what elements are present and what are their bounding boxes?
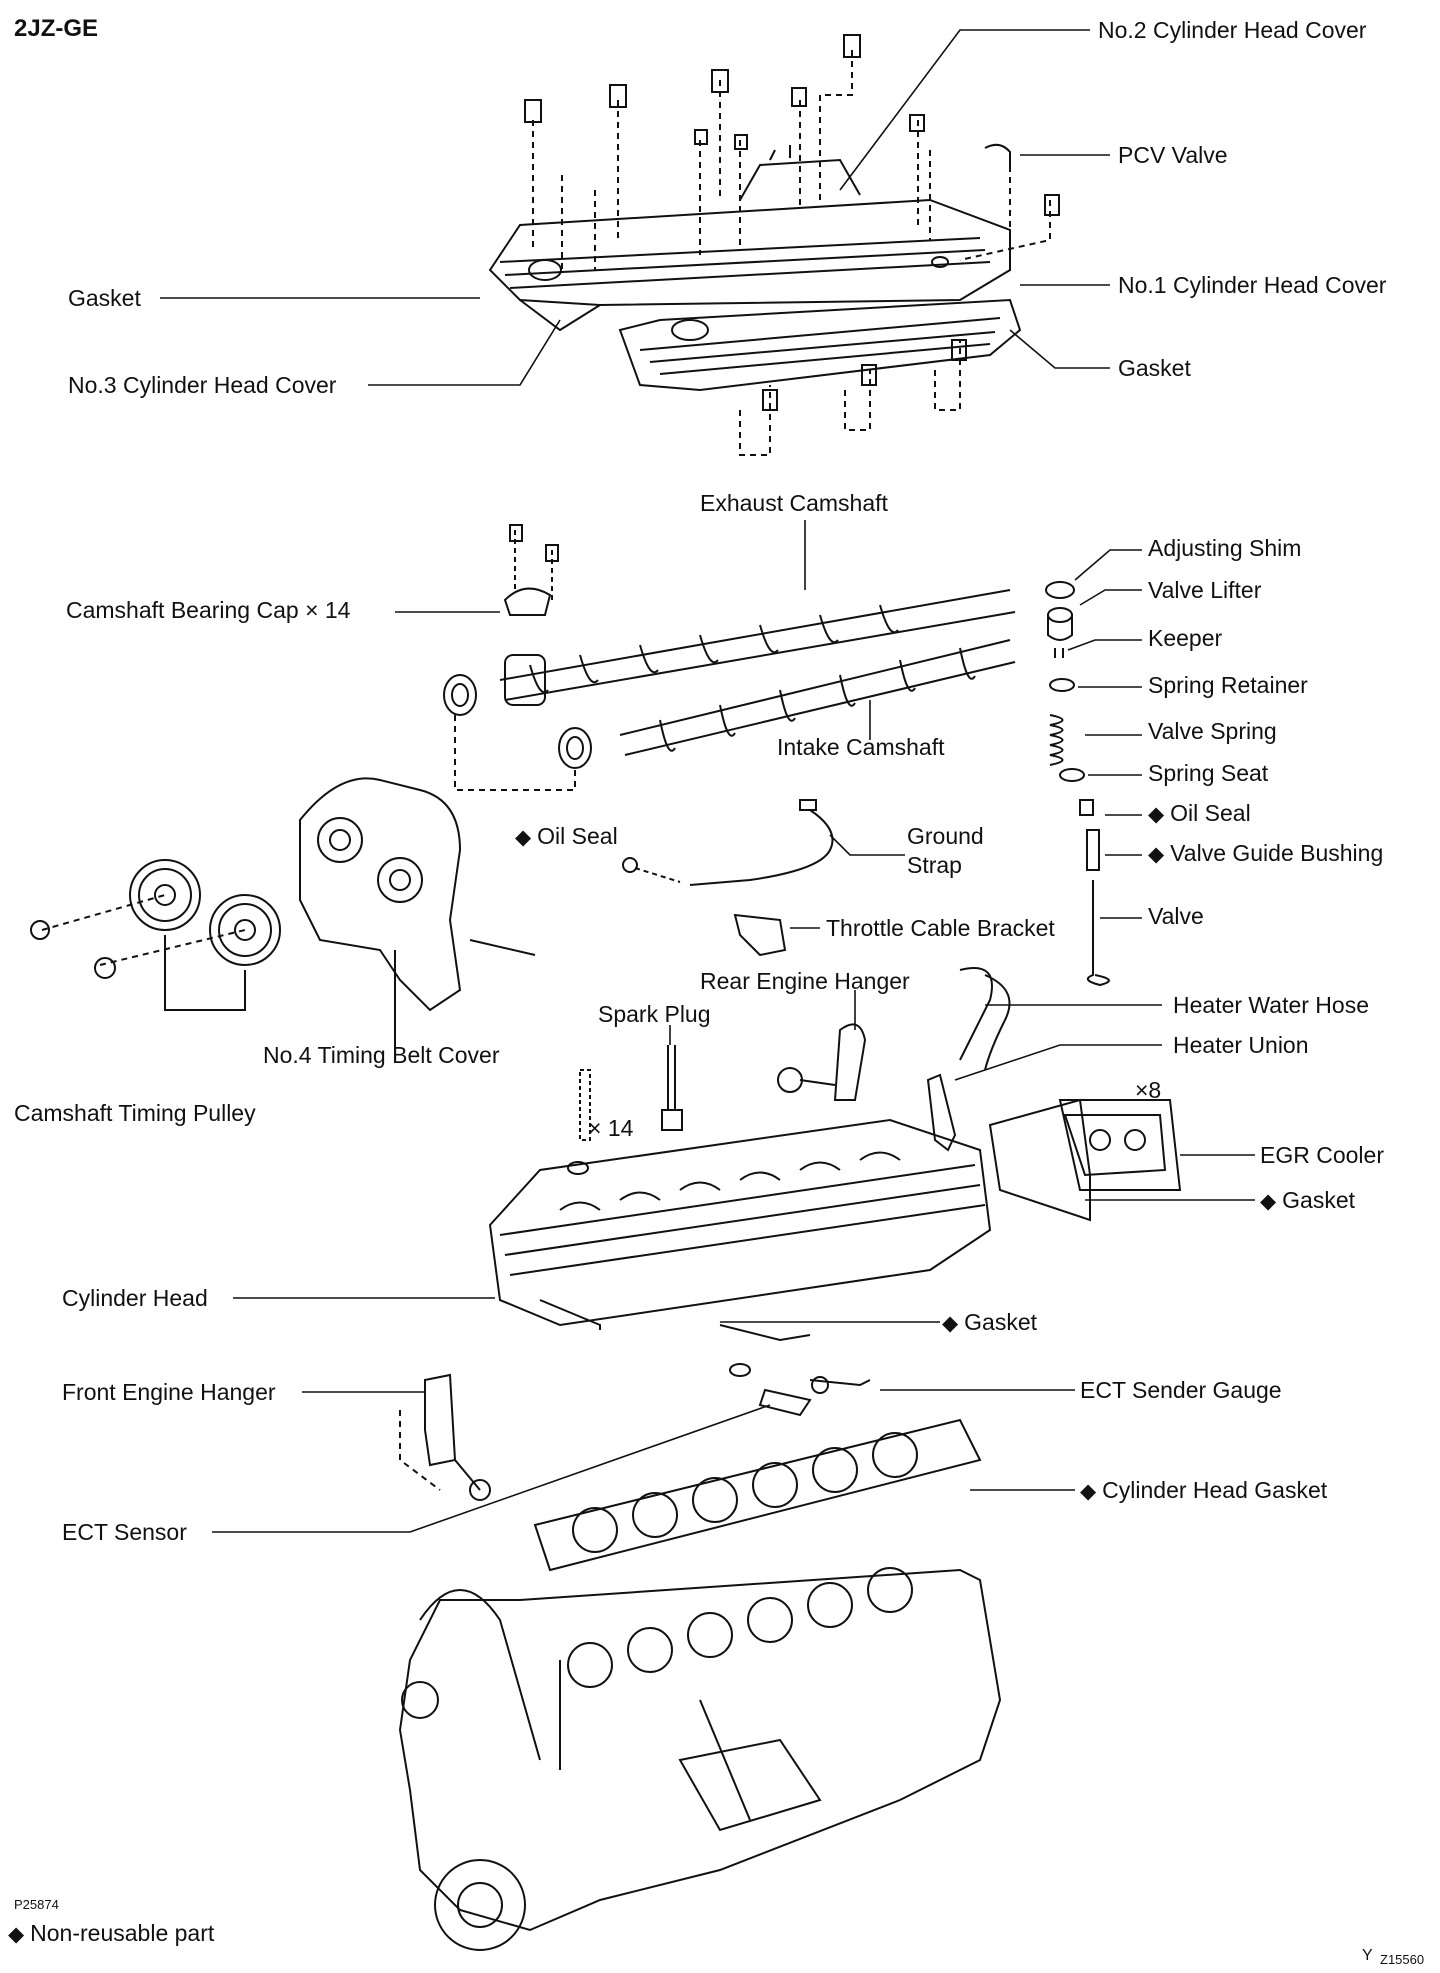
front-hanger-art [399,1373,491,1501]
exhaust-camshaft-art [499,589,1016,706]
label-gasket-cover-left: Gasket [68,285,141,311]
label-gasket-egr: ◆Gasket [1260,1187,1356,1213]
label-egr-cooler: EGR Cooler [1260,1142,1384,1168]
label-ect-sensor: ECT Sensor [62,1519,187,1545]
label-nut-x8: ×8 [1135,1077,1162,1103]
label-spark-plug: Spark Plug [598,1001,711,1027]
cam-oil-seals [443,674,592,791]
non-reusable-diamond-icon: ◆ [1148,803,1165,826]
bearing-cap-art [503,524,559,616]
label-oil-seal-cam: ◆Oil Seal [515,823,618,849]
non-reusable-diamond-icon: ◆ [942,1312,959,1335]
label-spring-seat: Spring Seat [1148,760,1269,786]
non-reusable-diamond-icon: ◆ [8,1923,25,1946]
label-camshaft-timing-pulley: Camshaft Timing Pulley [14,1100,256,1126]
cylinder-head-art [488,1118,992,1330]
intake-camshaft-art [619,639,1016,756]
timing-cover-art [299,777,536,1050]
rear-hanger-art [777,1023,867,1101]
label-ground-strap-line2: Strap [907,852,962,878]
figure-code-y: Y [1362,1947,1373,1964]
label-heater-union: Heater Union [1173,1032,1309,1058]
cover-bolts [532,50,1051,456]
label-gasket-ect: ◆Gasket [942,1309,1038,1335]
ect-parts-art [719,1324,871,1417]
label-valve-lifter: Valve Lifter [1148,577,1262,603]
label-spring-retainer: Spring Retainer [1148,672,1308,698]
head-gasket-art [533,1418,982,1572]
label-gasket-cover-right: Gasket [1118,355,1191,381]
label-no1-cylinder-head-cover: No.1 Cylinder Head Cover [1118,272,1387,298]
non-reusable-diamond-icon: ◆ [1260,1190,1277,1213]
label-throttle-cable-bracket: Throttle Cable Bracket [826,915,1055,941]
label-spark-plug-quantity: × 14 [588,1115,634,1141]
label-exhaust-camshaft: Exhaust Camshaft [700,490,888,516]
label-camshaft-bearing-cap: Camshaft Bearing Cap × 14 [66,597,351,623]
label-no2-cylinder-head-cover: No.2 Cylinder Head Cover [1098,17,1367,43]
label-rear-engine-hanger: Rear Engine Hanger [700,968,910,994]
egr-art [988,1098,1182,1222]
label-valve-guide-bushing: ◆Valve Guide Bushing [1148,840,1384,866]
figure-code-left: P25874 [14,1897,59,1912]
footnote-non-reusable: ◆Non-reusable part [8,1920,215,1946]
label-adjusting-shim: Adjusting Shim [1148,535,1302,561]
label-valve: Valve [1148,903,1204,929]
spark-plug-art [567,1045,683,1175]
engine-block-art [398,1567,1002,1951]
label-intake-camshaft: Intake Camshaft [777,734,945,760]
heater-hose-art [926,967,1011,1152]
timing-pulley-art [30,859,281,1011]
non-reusable-diamond-icon: ◆ [515,826,532,849]
bolt-heads [524,34,1060,411]
cylinder-head-cover-assembly [488,145,1022,392]
label-ect-sender-gauge: ECT Sender Gauge [1080,1377,1282,1403]
label-no3-cylinder-head-cover: No.3 Cylinder Head Cover [68,372,337,398]
label-front-engine-hanger: Front Engine Hanger [62,1379,276,1405]
label-heater-water-hose: Heater Water Hose [1173,992,1369,1018]
diagram-title: 2JZ-GE [14,15,99,42]
non-reusable-diamond-icon: ◆ [1080,1480,1097,1503]
label-keeper: Keeper [1148,625,1223,651]
valve-train-art [1045,581,1110,987]
non-reusable-diamond-icon: ◆ [1148,843,1165,866]
figure-code-right: Z15560 [1380,1952,1425,1967]
ground-strap-art [622,799,834,957]
label-valve-spring: Valve Spring [1148,718,1277,744]
label-cylinder-head-gasket: ◆Cylinder Head Gasket [1080,1477,1328,1503]
label-oil-seal-valve: ◆Oil Seal [1148,800,1251,826]
label-ground-strap-line1: Ground [907,823,984,849]
label-cylinder-head: Cylinder Head [62,1285,208,1311]
label-no4-timing-belt-cover: No.4 Timing Belt Cover [263,1042,500,1068]
leader-lines [160,29,1255,1533]
label-pcv-valve: PCV Valve [1118,142,1228,168]
